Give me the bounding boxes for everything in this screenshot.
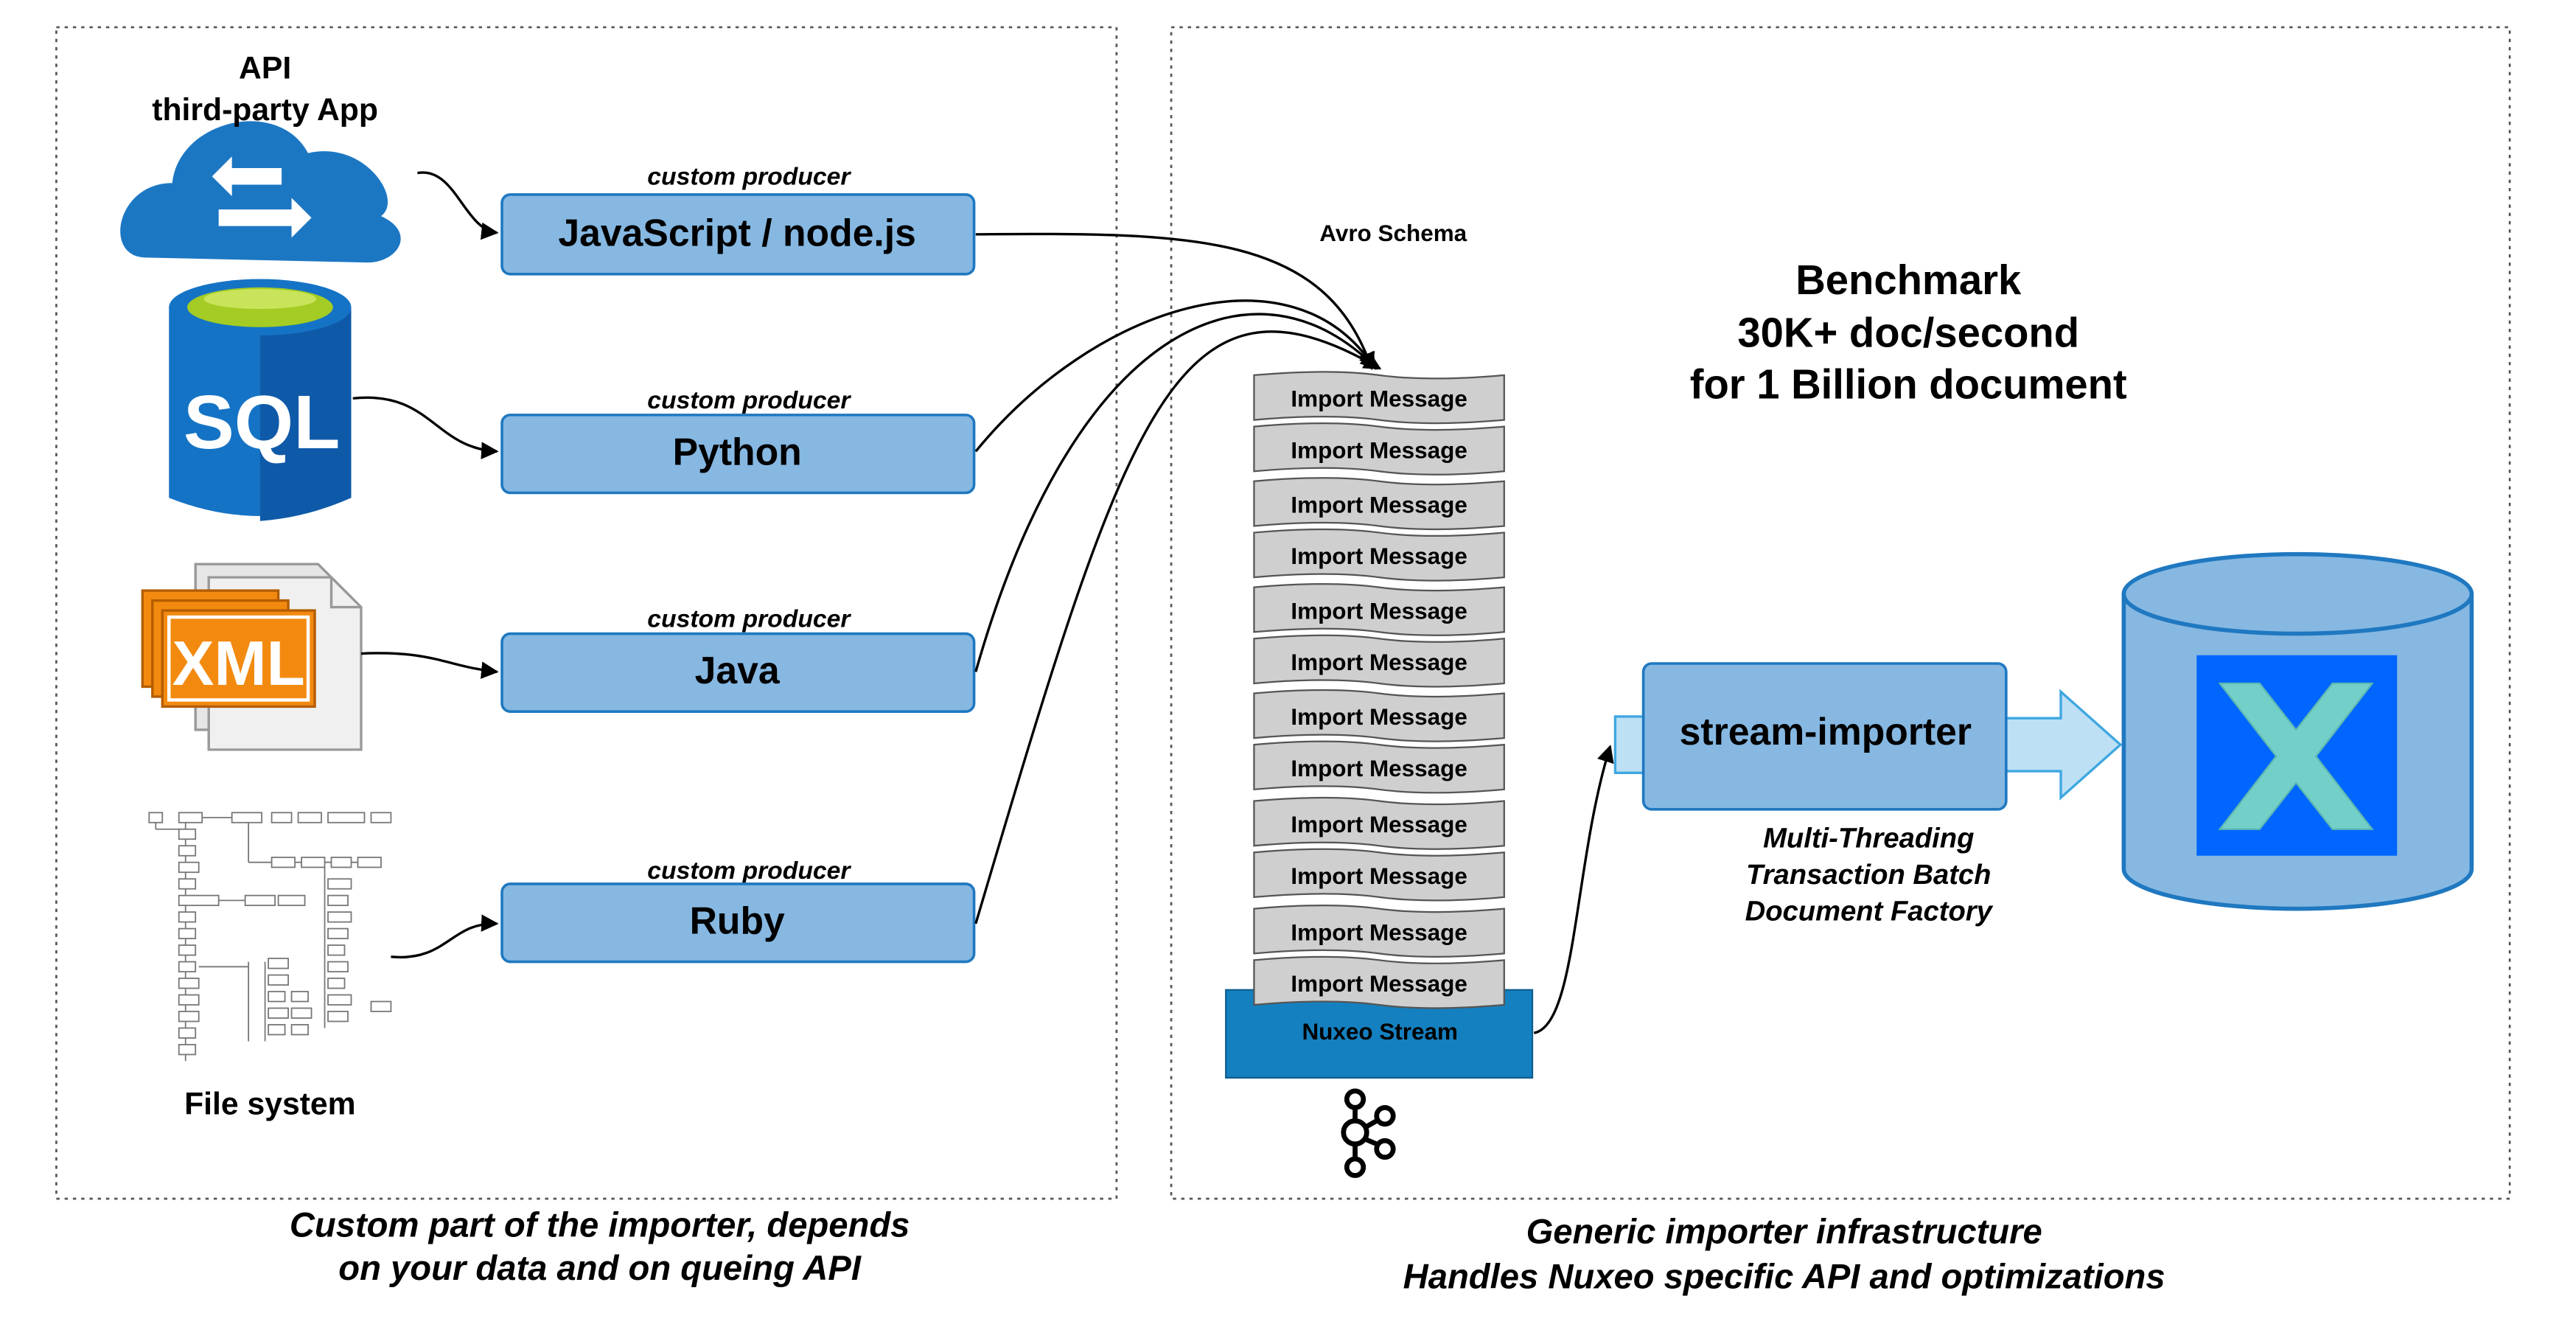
- producer-caption-ruby: custom producer: [647, 857, 851, 885]
- api-label: API: [239, 51, 291, 86]
- import-message-block: [1253, 955, 1505, 1009]
- custom-part-caption-line2: on your data and on queing API: [338, 1249, 862, 1288]
- import-message-label: Import Message: [1291, 649, 1467, 675]
- producer-box-ruby[interactable]: [500, 882, 976, 964]
- import-message-block: [1253, 848, 1505, 902]
- arrow-java-to-stream: [974, 313, 1378, 672]
- sql-label: SQL: [184, 379, 341, 464]
- import-message-label: Import Message: [1291, 812, 1467, 837]
- producer-caption-java: custom producer: [647, 605, 851, 633]
- importer-feature-multithreading: Multi-Threading: [1763, 822, 1974, 854]
- import-message-label: Import Message: [1291, 386, 1467, 412]
- import-message-block: [1253, 371, 1505, 425]
- arrow-xml-to-java: [360, 652, 499, 679]
- arrow-python-to-stream: [974, 299, 1376, 453]
- arrow-ruby-to-stream: [974, 330, 1382, 924]
- stream-importer-box[interactable]: [1641, 662, 2008, 811]
- producers-group: custom producer JavaScript / node.js cus…: [500, 162, 976, 964]
- generic-infra-caption-line1: Generic importer infrastructure: [1526, 1213, 2042, 1252]
- import-message-label: Import Message: [1291, 919, 1467, 945]
- import-message-block: [1253, 528, 1505, 582]
- arrow-stream-to-importer: [1533, 745, 1614, 1034]
- custom-part-caption-line1: Custom part of the importer, depends: [290, 1206, 910, 1245]
- nuxeo-stream-label: Nuxeo Stream: [1302, 1019, 1458, 1045]
- kafka-icon: [1341, 1088, 1396, 1178]
- arrow-sql-to-python: [352, 396, 499, 459]
- import-message-label: Import Message: [1291, 543, 1467, 569]
- import-message-label: Import Message: [1291, 863, 1467, 889]
- producer-label-python: Python: [673, 430, 802, 473]
- import-message-block: [1253, 740, 1505, 794]
- producer-box-javascript[interactable]: [500, 193, 976, 276]
- cloud-api-icon: [120, 121, 401, 263]
- custom-part-panel: [55, 26, 1118, 1200]
- import-message-block: [1253, 796, 1505, 850]
- producer-label-java: Java: [695, 649, 781, 692]
- nuxeo-repository-database-icon: [2121, 551, 2474, 911]
- producer-caption-python: custom producer: [647, 386, 851, 414]
- producer-caption-javascript: custom producer: [647, 162, 851, 190]
- import-message-block: [1253, 905, 1505, 958]
- import-message-label: Import Message: [1291, 492, 1467, 518]
- benchmark-title: Benchmark: [1795, 257, 2022, 303]
- arrow-api-to-javascript: [417, 171, 499, 240]
- importer-output-arrow: [2003, 689, 2123, 801]
- xml-files-icon: XML: [141, 563, 363, 751]
- file-system-tree-icon: [148, 812, 392, 1062]
- importer-feature-document-factory: Document Factory: [1745, 895, 1994, 927]
- producer-box-python[interactable]: [500, 414, 976, 495]
- import-message-block: [1253, 634, 1505, 688]
- importer-input-port: [1613, 715, 1647, 775]
- import-message-label: Import Message: [1291, 437, 1467, 463]
- arrow-filesystem-to-ruby: [391, 914, 499, 959]
- import-message-block: [1253, 477, 1505, 531]
- xml-label: XML: [172, 629, 305, 699]
- sql-database-icon: SQL: [169, 279, 352, 521]
- import-message-block: [1253, 582, 1505, 636]
- import-message-block: [1253, 689, 1505, 742]
- producer-label-ruby: Ruby: [690, 899, 785, 941]
- benchmark-rate: 30K+ doc/second: [1737, 310, 2079, 356]
- file-system-label: File system: [184, 1086, 356, 1121]
- generic-infra-caption-line2: Handles Nuxeo specific API and optimizat…: [1403, 1257, 2165, 1296]
- producer-label-javascript: JavaScript / node.js: [558, 212, 915, 254]
- third-party-app-label: third-party App: [152, 92, 378, 128]
- producer-box-java[interactable]: [500, 632, 976, 713]
- stream-importer-label: stream-importer: [1680, 710, 1972, 753]
- import-message-label: Import Message: [1291, 704, 1467, 730]
- avro-schema-label: Avro Schema: [1319, 220, 1467, 246]
- import-message-label: Import Message: [1291, 756, 1467, 781]
- benchmark-volume: for 1 Billion document: [1690, 361, 2127, 407]
- import-message-label: Import Message: [1291, 971, 1467, 997]
- importer-feature-transaction-batch: Transaction Batch: [1746, 859, 1991, 891]
- arrow-javascript-to-stream: [975, 232, 1375, 371]
- import-message-block: [1253, 422, 1505, 476]
- generic-infrastructure-panel: [1170, 26, 2511, 1200]
- import-message-label: Import Message: [1291, 598, 1467, 624]
